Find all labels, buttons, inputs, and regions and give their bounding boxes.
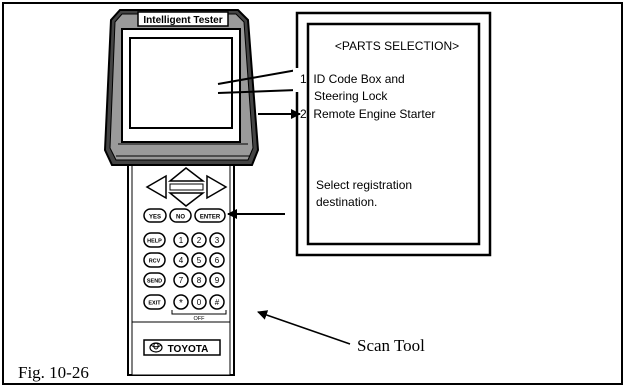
off-label: OFF <box>194 316 206 322</box>
left-arrow-key[interactable] <box>145 174 167 200</box>
svg-text:#: # <box>215 298 220 307</box>
off-bracket <box>171 310 227 315</box>
key-6[interactable]: 6 <box>209 252 225 268</box>
callout-inner-border <box>306 22 481 246</box>
enter-key[interactable]: ENTER <box>194 208 226 223</box>
toyota-emblem-icon <box>149 342 163 353</box>
right-arrow-key[interactable] <box>206 174 228 200</box>
key-1[interactable]: 1 <box>173 232 189 248</box>
toyota-logo-plate <box>143 339 221 356</box>
scan-tool-label: Scan Tool <box>357 336 425 355</box>
svg-text:RCV: RCV <box>149 259 161 265</box>
no-key[interactable]: NO <box>169 208 192 223</box>
svg-text:8: 8 <box>197 276 202 285</box>
svg-text:1: 1 <box>179 236 184 245</box>
svg-text:2: 2 <box>197 236 202 245</box>
svg-text:7: 7 <box>179 276 184 285</box>
key-9[interactable]: 9 <box>209 272 225 288</box>
parts-selection-header: <PARTS SELECTION> <box>335 39 459 53</box>
tester-screen <box>129 37 233 129</box>
down-arrow-key[interactable] <box>167 192 206 207</box>
tester-title-strip <box>137 11 229 27</box>
send-key[interactable]: SEND <box>143 272 166 288</box>
callout-leader-lower <box>217 89 298 94</box>
option-1-line2: Steering Lock <box>314 89 388 103</box>
key-5[interactable]: 5 <box>191 252 207 268</box>
svg-text:HELP: HELP <box>147 239 162 245</box>
svg-text:5: 5 <box>197 256 202 265</box>
svg-text:4: 4 <box>179 256 184 265</box>
svg-text:3: 3 <box>215 236 220 245</box>
key-7[interactable]: 7 <box>173 272 189 288</box>
option-1-line1: 1. ID Code Box and <box>300 72 405 86</box>
direction-pad[interactable] <box>145 167 228 207</box>
svg-text:SEND: SEND <box>147 279 162 285</box>
intelligent-tester-device: Intelligent Tester YES NO E <box>103 9 260 376</box>
svg-text:ENTER: ENTER <box>200 215 221 221</box>
help-key[interactable]: HELP <box>143 232 166 248</box>
svg-text:0: 0 <box>197 298 202 307</box>
toyota-logo-text: TOYOTA <box>168 344 209 355</box>
prompt-line1: Select registration <box>316 178 412 192</box>
option-2-remote-engine-starter: 2. Remote Engine Starter <box>300 107 435 121</box>
key-4[interactable]: 4 <box>173 252 189 268</box>
up-arrow-key[interactable] <box>167 167 206 182</box>
svg-text:YES: YES <box>149 215 161 221</box>
svg-text:EXIT: EXIT <box>148 301 161 307</box>
yes-key[interactable]: YES <box>143 208 167 223</box>
svg-text:NO: NO <box>176 215 185 221</box>
rcv-key[interactable]: RCV <box>143 252 166 268</box>
prompt-line2: destination. <box>316 195 377 209</box>
exit-key[interactable]: EXIT <box>143 294 166 310</box>
callout-leader-upper <box>217 69 298 85</box>
svg-text:9: 9 <box>215 276 220 285</box>
figure-number: Fig. 10-26 <box>18 363 89 382</box>
svg-text:6: 6 <box>215 256 220 265</box>
key-8[interactable]: 8 <box>191 272 207 288</box>
scan-tool-pointer-arrow <box>257 310 351 345</box>
star-key[interactable]: * <box>173 294 189 310</box>
tester-title: Intelligent Tester <box>143 15 222 26</box>
key-3[interactable]: 3 <box>209 232 225 248</box>
key-0[interactable]: 0 <box>191 294 207 310</box>
key-2[interactable]: 2 <box>191 232 207 248</box>
screen-callout: <PARTS SELECTION> 1. ID Code Box and Ste… <box>217 11 492 257</box>
hash-key[interactable]: # <box>209 294 225 310</box>
svg-text:*: * <box>179 298 183 309</box>
